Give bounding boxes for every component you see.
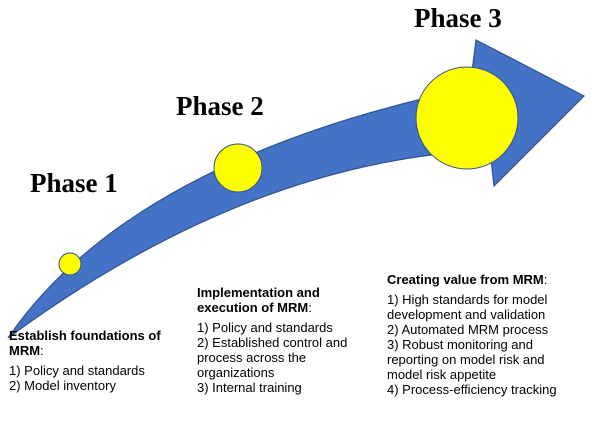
list-item: 2) Automated MRM process xyxy=(387,322,549,337)
list-item: 1) High standards for model development … xyxy=(387,292,548,322)
phase-2-item-list: 1) Policy and standards 2) Established c… xyxy=(197,320,367,395)
phase-1-milestone-circle xyxy=(58,252,82,276)
phase-1-title: Phase 1 xyxy=(30,168,118,198)
phase-1-details: Establish foundations of MRM: 1) Policy … xyxy=(9,328,179,393)
list-item: 2) Established control and process acros… xyxy=(197,335,348,380)
phase-1-heading: Establish foundations of MRM: xyxy=(9,328,161,358)
phase-2-details: Implementation and execution of MRM: 1) … xyxy=(197,285,367,395)
phase-2-milestone-circle xyxy=(213,143,263,193)
list-item: 4) Process-efficiency tracking xyxy=(387,382,557,397)
list-item: 3) Robust monitoring and reporting on mo… xyxy=(387,337,545,382)
list-item: 2) Model inventory xyxy=(9,378,116,393)
list-item: 3) Internal training xyxy=(197,380,302,395)
phase-2-title: Phase 2 xyxy=(176,91,264,121)
phase-1-item-list: 1) Policy and standards 2) Model invento… xyxy=(9,363,179,393)
phase-3-milestone-circle xyxy=(415,66,519,170)
phase-3-title: Phase 3 xyxy=(414,3,502,33)
phase-2-heading: Implementation and execution of MRM: xyxy=(197,285,320,315)
phase-3-heading: Creating value from MRM: xyxy=(387,272,548,287)
list-item: 1) Policy and standards xyxy=(9,363,145,378)
list-item: 1) Policy and standards xyxy=(197,320,333,335)
phase-3-details: Creating value from MRM: 1) High standar… xyxy=(387,272,582,397)
phase-3-item-list: 1) High standards for model development … xyxy=(387,292,582,397)
